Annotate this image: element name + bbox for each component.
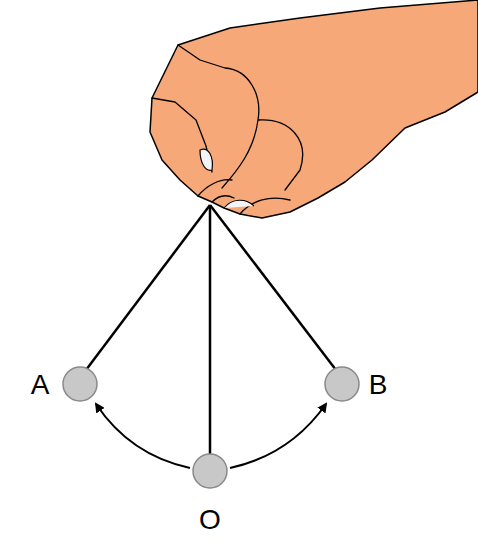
strings <box>86 205 336 455</box>
swing-arrows <box>96 404 326 468</box>
bobs <box>63 367 359 488</box>
position-label: O <box>199 506 221 534</box>
thumb-nail <box>224 200 254 208</box>
position-label: B <box>369 371 388 399</box>
finger-nail <box>200 149 212 170</box>
finger-lines <box>152 45 303 214</box>
hand <box>150 0 478 218</box>
position-label: A <box>31 371 50 399</box>
